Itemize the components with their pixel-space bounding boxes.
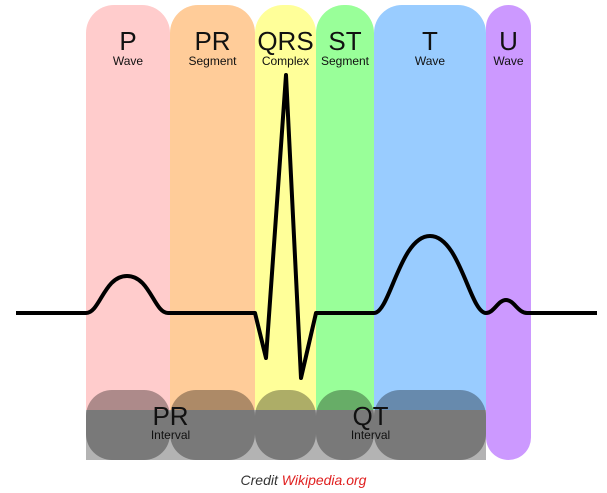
label-title: PR	[194, 26, 231, 56]
label-title: P	[119, 26, 137, 56]
credit: Credit Wikipedia.org	[0, 472, 607, 488]
pr-interval-box	[170, 390, 255, 460]
u-wave-band	[486, 5, 531, 460]
st-segment-band	[316, 5, 374, 460]
credit-source-link[interactable]: Wikipedia.org	[281, 472, 367, 488]
label-title: PR	[152, 401, 189, 431]
label-title: U	[499, 26, 518, 56]
label-sub: Interval	[350, 428, 391, 442]
t-wave-band	[374, 5, 486, 460]
label-sub: Segment	[320, 54, 370, 68]
qt-interval-box	[316, 390, 374, 460]
label-sub: Complex	[261, 54, 310, 68]
label-title: ST	[328, 26, 362, 56]
credit-prefix: Credit	[240, 472, 278, 488]
p-wave-band	[86, 5, 170, 460]
ecg-line	[16, 73, 597, 380]
pr-interval-box	[86, 390, 170, 460]
pr-segment-band	[170, 5, 255, 460]
label-sub: Interval	[150, 428, 191, 442]
label-sub: Wave	[493, 54, 524, 68]
qt-interval-box	[374, 390, 486, 460]
label-title: QT	[352, 401, 389, 431]
label-title: QRS	[257, 26, 314, 56]
label-title: T	[422, 26, 438, 56]
label-sub: Segment	[188, 54, 237, 68]
label-sub: Wave	[414, 54, 446, 68]
interval-base	[86, 410, 486, 460]
label-sub: Wave	[112, 54, 144, 68]
qt-interval-box	[255, 390, 316, 460]
